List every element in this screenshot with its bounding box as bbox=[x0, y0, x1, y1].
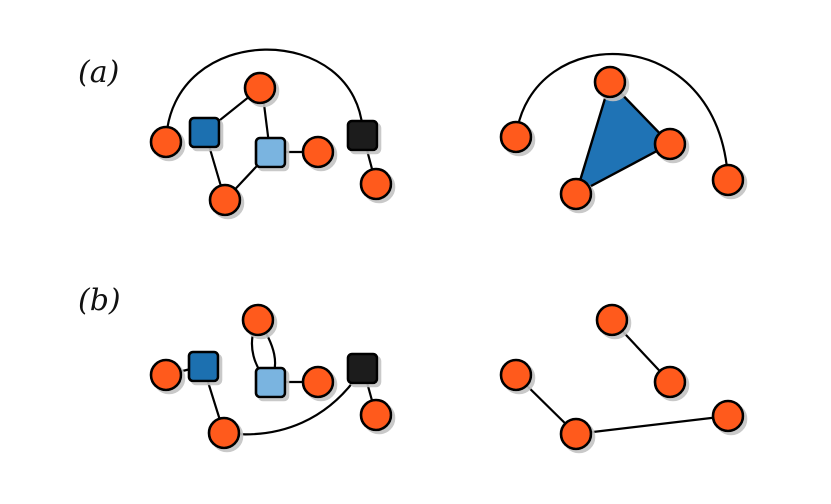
node-orange bbox=[301, 365, 335, 399]
arc-edge-a-left bbox=[164, 48, 365, 143]
node-orange bbox=[499, 358, 533, 392]
node-orange bbox=[653, 365, 687, 399]
node-orange bbox=[207, 416, 241, 450]
arc-edge-a-right bbox=[514, 52, 730, 181]
node-orange bbox=[559, 417, 593, 451]
panel-label-a: (a) bbox=[78, 55, 119, 90]
node-orange bbox=[653, 127, 687, 161]
curve-edge-b-left bbox=[223, 367, 364, 436]
node-orange bbox=[711, 399, 745, 433]
node-orange bbox=[301, 135, 335, 169]
node-orange bbox=[595, 303, 629, 337]
node-square-light-blue bbox=[254, 366, 287, 399]
node-orange bbox=[243, 71, 277, 105]
panel-label-b: (b) bbox=[78, 283, 121, 318]
node-square-black bbox=[346, 119, 379, 152]
node-orange bbox=[359, 398, 393, 432]
node-square-dark-blue bbox=[188, 116, 221, 149]
node-orange bbox=[593, 65, 627, 99]
node-square-light-blue bbox=[254, 136, 287, 169]
panel-a-right-graph bbox=[499, 52, 745, 211]
node-square-black bbox=[346, 352, 379, 385]
node-orange bbox=[359, 167, 393, 201]
node-square-dark-blue bbox=[187, 350, 220, 383]
node-orange bbox=[499, 120, 533, 154]
node-orange bbox=[711, 163, 745, 197]
node-orange bbox=[149, 125, 183, 159]
node-orange bbox=[241, 303, 275, 337]
panel-b-right-graph bbox=[499, 303, 745, 451]
edge-b-right-3 bbox=[575, 414, 729, 436]
node-orange bbox=[208, 183, 242, 217]
node-orange bbox=[559, 177, 593, 211]
triangle-hyperedge bbox=[574, 79, 672, 197]
panel-b-left-graph bbox=[149, 303, 393, 450]
panel-a-left-graph bbox=[149, 48, 393, 217]
node-orange bbox=[149, 358, 183, 392]
